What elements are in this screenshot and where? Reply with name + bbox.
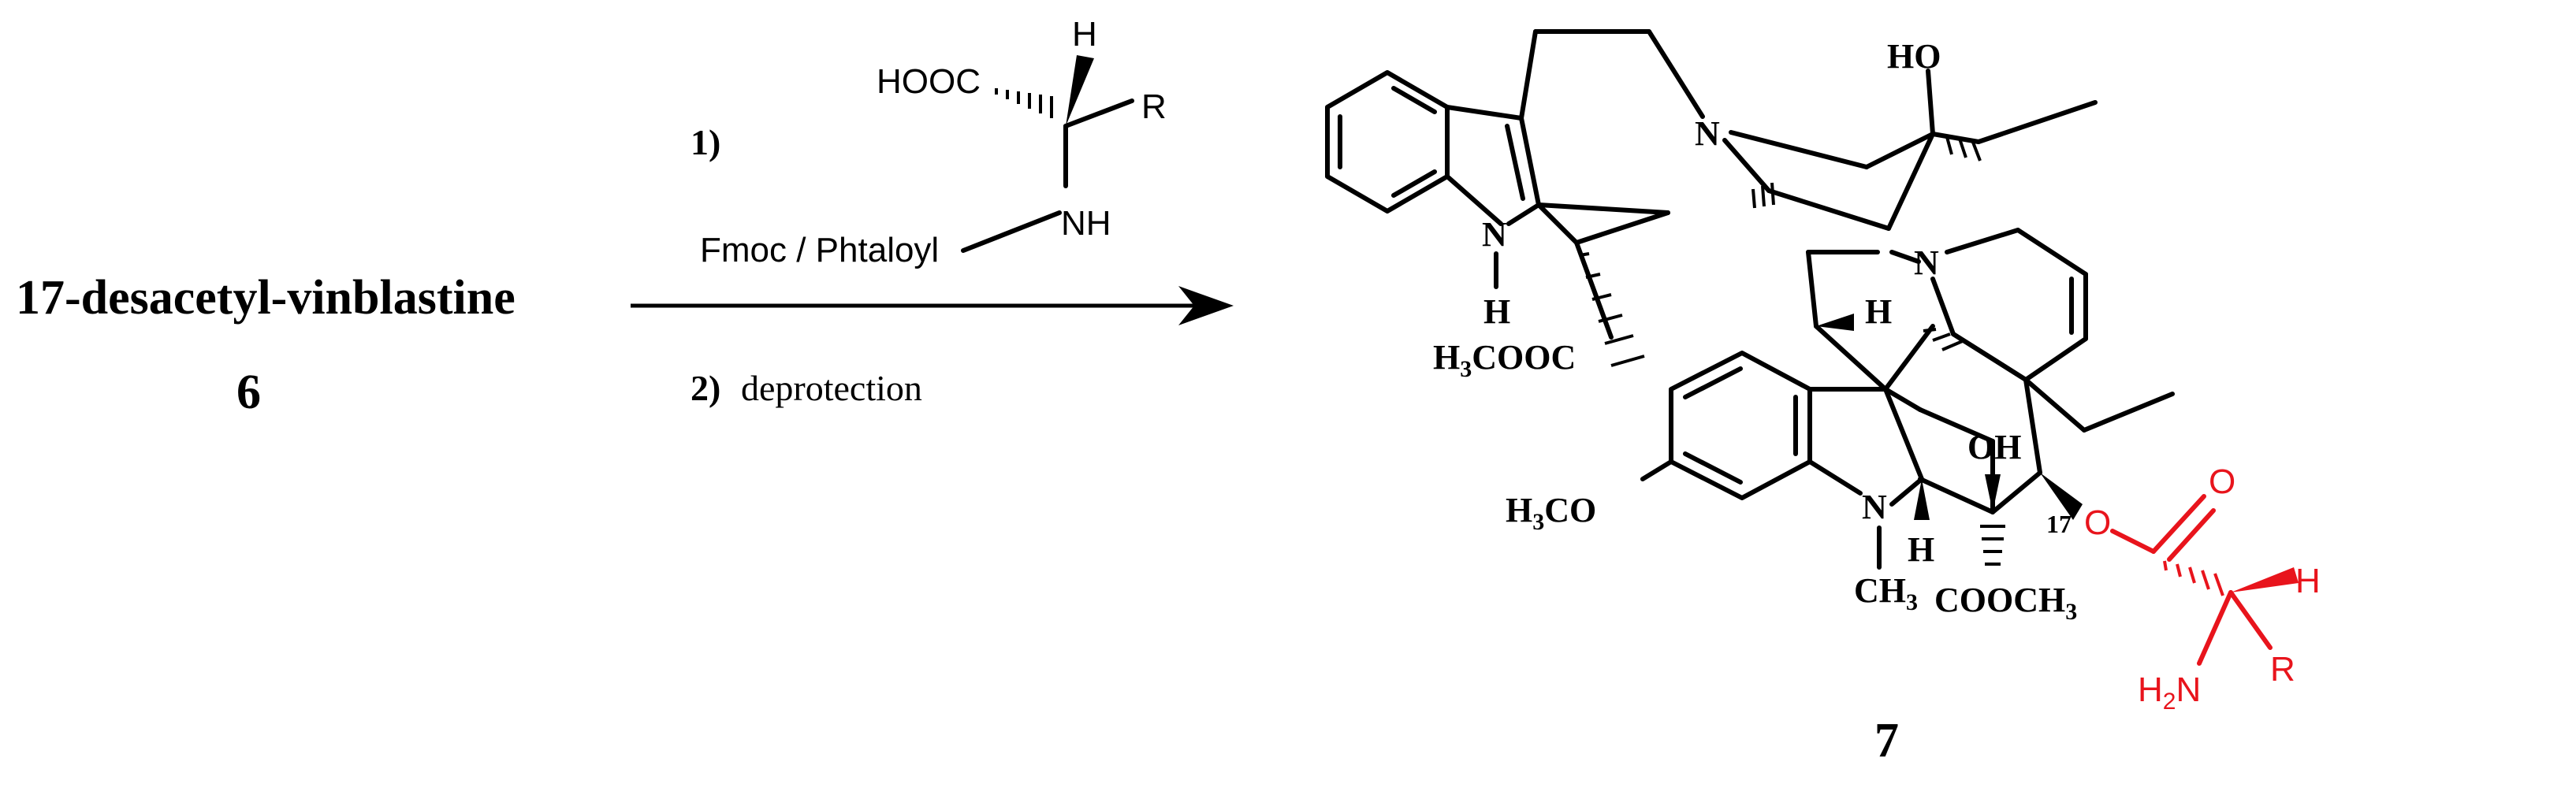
upper-hashed-bonds <box>1751 136 1982 209</box>
n-indole-label: N <box>1482 215 1507 254</box>
methoxy-label: H3CO <box>1506 491 1596 535</box>
oh-label: OH <box>1967 428 2021 466</box>
oh-wedge <box>1985 474 2001 512</box>
c17-wedge <box>2040 473 2083 520</box>
c2-wedge <box>1914 479 1930 520</box>
c13-hashed <box>1923 328 1965 351</box>
n-methyl-label: N <box>1862 488 1887 526</box>
reagent-structure: 1) HOOC H R NH Fmoc / Phtaloyl <box>691 15 1167 269</box>
reagent-r-label: R <box>1141 87 1167 126</box>
c17-label: 17 <box>2046 510 2072 538</box>
alpha-wedge <box>2231 567 2299 592</box>
c12-wedge <box>1816 314 1854 331</box>
reagent-wedge-bond <box>1066 55 1094 126</box>
reagent-acid-label: HOOC <box>877 62 981 101</box>
c16-hashed <box>1980 525 2005 566</box>
reagent-nh-label: NH <box>1061 204 1111 243</box>
ho-top-label: HO <box>1887 37 1941 76</box>
h-lower-2-label: H <box>1908 530 1934 569</box>
protecting-group-label: Fmoc / Phtaloyl <box>700 231 939 269</box>
h-lower-1-label: H <box>1865 292 1892 331</box>
upper-benzene-ring <box>1325 70 1450 214</box>
h-alpha-label: H <box>2295 562 2321 600</box>
n-upper-label: N <box>1695 114 1720 153</box>
ch3-label: CH3 <box>1854 571 1918 615</box>
product-structure: HO N N H H3COOC H3CO N CH3 H H <box>1325 29 2175 625</box>
step2-text: deprotection <box>741 368 922 408</box>
alpha-hashed-bond <box>2163 560 2224 596</box>
ester-upper-label: H3COOC <box>1433 338 1576 382</box>
starting-material-number: 6 <box>236 366 261 419</box>
linking-hashed-bond <box>1579 252 1645 367</box>
o-ester-label: O <box>2084 503 2111 542</box>
vindoline-benzene-ring <box>1669 351 1812 500</box>
h-indole-label: H <box>1483 292 1510 331</box>
amino-acid-ester: O O H R H2N <box>2084 462 2321 715</box>
product-number: 7 <box>1874 714 1899 767</box>
nh2-label: H2N <box>2138 670 2201 715</box>
starting-material-name: 17-desacetyl-vinblastine <box>16 271 516 325</box>
step2-number: 2) <box>691 368 720 408</box>
r-group-label: R <box>2270 650 2295 689</box>
o-carbonyl-label: O <box>2209 462 2235 501</box>
reagent-hashed-bond <box>995 88 1053 118</box>
ester-lower-label: COOCH3 <box>1934 581 2077 625</box>
reagent-h-label: H <box>1072 15 1097 54</box>
step1-label: 1) <box>691 122 720 162</box>
